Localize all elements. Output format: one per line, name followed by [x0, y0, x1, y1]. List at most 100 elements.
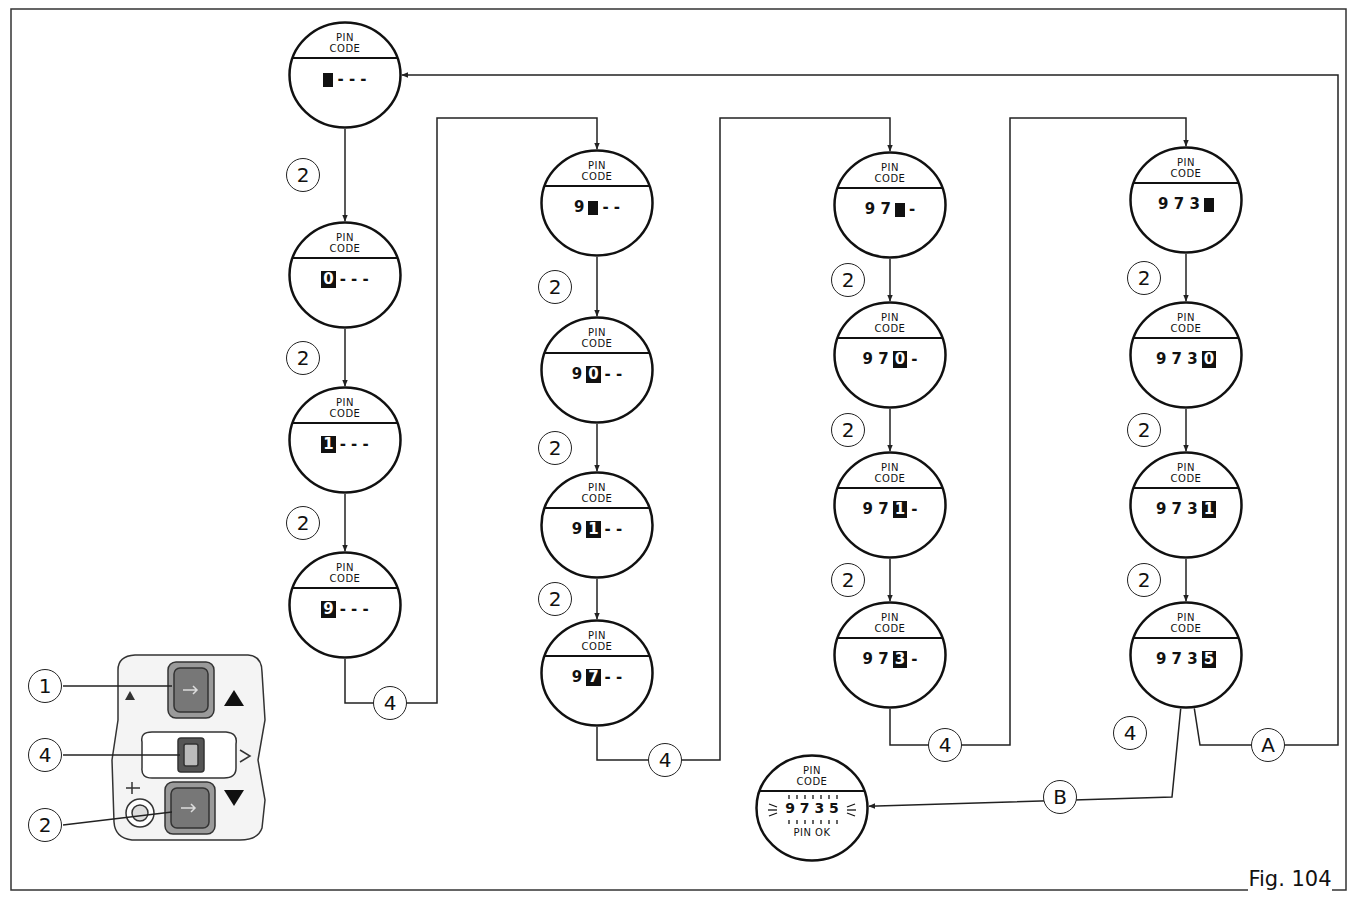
- flow-arrow: [344, 329, 346, 386]
- blink-ray: [820, 795, 821, 799]
- header-rule: [759, 790, 864, 792]
- leader-line: [63, 754, 180, 755]
- step-callout: 2: [538, 270, 572, 304]
- pin-screen: PIN CODE1- - -: [288, 386, 402, 494]
- callout-number: 4: [1113, 716, 1147, 750]
- step-callout: 2: [286, 506, 320, 540]
- digit-row: 90- -: [540, 366, 654, 383]
- step-callout: 2: [831, 413, 865, 447]
- blink-ray: [820, 820, 821, 824]
- leader-line: [63, 812, 172, 825]
- pin-screen: PIN CODE9- - -: [288, 551, 402, 659]
- blink-ray: [804, 795, 805, 799]
- pin-digits: -: [911, 651, 917, 668]
- cursor-block: [895, 203, 905, 217]
- header-rule: [544, 185, 649, 187]
- blink-ray: [768, 809, 777, 810]
- flow-arrow: [1185, 254, 1187, 301]
- pin-screen: PIN CODE9 70-: [833, 301, 947, 409]
- blink-ray: [847, 804, 855, 807]
- up-triangle-symbol: [224, 690, 244, 706]
- selected-digit: 0: [893, 351, 907, 368]
- up-button: [168, 662, 214, 718]
- pin-screen: PIN CODE9 7 35: [1129, 601, 1243, 709]
- flow-arrow: [1185, 409, 1187, 451]
- blink-ray: [769, 804, 777, 807]
- header-rule: [1133, 637, 1238, 639]
- screen-circle: [1131, 303, 1242, 408]
- pin-digits: - - -: [340, 436, 369, 453]
- pin-screen: PIN CODE9 7 30: [1129, 301, 1243, 409]
- pin-digits: - -: [605, 366, 623, 383]
- pin-screen: PIN CODE91- -: [540, 471, 654, 579]
- screen-header: PIN CODE: [575, 630, 619, 652]
- digit-row: 97- -: [540, 669, 654, 686]
- flow-arrow: [1185, 559, 1187, 601]
- pin-digits: - -: [605, 669, 623, 686]
- screen-circle: [835, 603, 946, 708]
- flow-arrow: [596, 424, 598, 471]
- step-callout: 2: [538, 582, 572, 616]
- screen-circle: [290, 23, 401, 128]
- cursor-block: [323, 73, 333, 87]
- step-callout: 2: [831, 563, 865, 597]
- selected-digit: 1: [1202, 501, 1216, 518]
- step-callout: B: [1043, 780, 1077, 814]
- pin-screen: PIN CODE0- - -: [288, 221, 402, 329]
- pin-digits: 9 7: [863, 351, 889, 368]
- step-callout: 2: [1127, 261, 1161, 295]
- step-callout: 2: [286, 158, 320, 192]
- selected-digit: 1: [586, 521, 600, 538]
- selected-digit: 0: [586, 366, 600, 383]
- step-callout: A: [1251, 728, 1285, 762]
- pin-screen: PIN CODE9 7-: [833, 151, 947, 259]
- flow-arrow: [889, 409, 891, 451]
- cursor-block: [1204, 198, 1214, 212]
- pin-screen: PIN CODE- - -: [288, 21, 402, 129]
- digit-row: 9 7 30: [1129, 351, 1243, 368]
- screen-circle: [835, 303, 946, 408]
- callout-number: 1: [28, 669, 62, 703]
- blink-ray: [769, 813, 777, 816]
- pin-screen: PIN CODE90- -: [540, 316, 654, 424]
- blink-ray: [788, 820, 789, 824]
- header-rule: [544, 352, 649, 354]
- pin-digits: 9 7 3: [1156, 351, 1198, 368]
- screen-circle: [542, 621, 653, 726]
- step-callout: 2: [831, 263, 865, 297]
- flow-arrow: [869, 709, 1181, 806]
- digit-row: 1- - -: [288, 436, 402, 453]
- screen-header: PIN CODE: [790, 765, 834, 787]
- header-rule: [1133, 337, 1238, 339]
- flow-arrow: [402, 75, 1338, 745]
- pin-digits: 9: [572, 669, 582, 686]
- pin-digits: -: [911, 501, 917, 518]
- step-callout: 4: [648, 743, 682, 777]
- screen-circle: [835, 153, 946, 258]
- round-switch: [126, 799, 154, 827]
- screen-circle: [290, 553, 401, 658]
- header-rule: [544, 655, 649, 657]
- screen-circle: [1131, 603, 1242, 708]
- pin-screen: PIN CODE 97- -: [540, 619, 654, 727]
- pin-ok-screen: PIN CODE9 7 3 5PIN OK: [755, 754, 869, 862]
- header-rule: [1133, 182, 1238, 184]
- down-button: [165, 782, 215, 834]
- screen-circle: [290, 388, 401, 493]
- digit-row: 9 73-: [833, 651, 947, 668]
- pin-digits: 9 7: [863, 651, 889, 668]
- digit-row: 9 7 3: [1129, 196, 1243, 213]
- pin-digits: 9: [572, 521, 582, 538]
- digit-row: 9 7-: [833, 201, 947, 218]
- header-rule: [837, 637, 942, 639]
- digit-row: 9 71-: [833, 501, 947, 518]
- up-button-face: [174, 668, 208, 712]
- pin-digits: - -: [602, 199, 620, 216]
- selected-digit: 1: [893, 501, 907, 518]
- header-rule: [1133, 487, 1238, 489]
- digit-row: 9- - -: [288, 601, 402, 618]
- screen-header: PIN CODE: [323, 232, 367, 254]
- digit-row: 9- -: [540, 199, 654, 216]
- step-callout: 4: [928, 728, 962, 762]
- header-rule: [837, 187, 942, 189]
